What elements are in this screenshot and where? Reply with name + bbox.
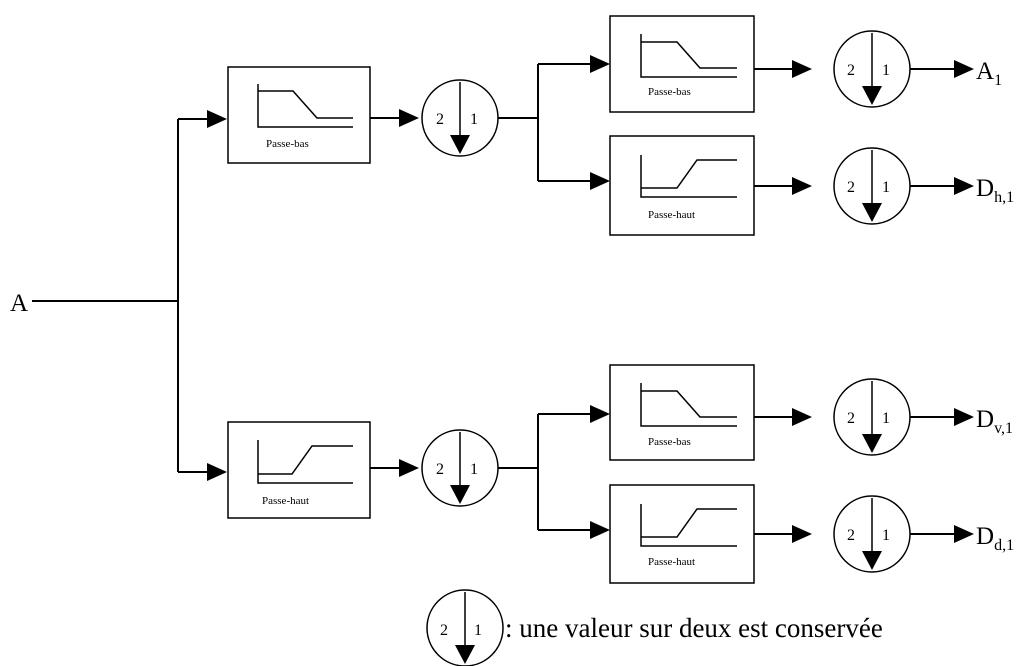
output-label-dv1: Dv,1 xyxy=(976,406,1013,437)
svg-text:2: 2 xyxy=(847,179,855,196)
downsampler-block: 2 1 xyxy=(833,495,911,573)
lowpass-filter-block: Passe-bas xyxy=(609,364,755,461)
svg-text:1: 1 xyxy=(882,527,890,544)
arrow-head xyxy=(399,109,419,127)
arrow-head xyxy=(954,408,974,426)
svg-text:1: 1 xyxy=(882,62,890,79)
downsampler-block: 2 1 xyxy=(421,79,499,157)
filter-label: Passe-haut xyxy=(262,495,309,507)
highpass-filter-block: Passe-haut xyxy=(609,135,755,236)
highpass-filter-block: Passe-haut xyxy=(609,484,755,584)
output-label-dh1: Dh,1 xyxy=(976,175,1014,206)
arrow-head xyxy=(590,521,610,539)
input-label: A xyxy=(10,290,28,317)
svg-text:2: 2 xyxy=(436,111,444,128)
arrow-head xyxy=(590,172,610,190)
svg-text:1: 1 xyxy=(882,410,890,427)
lowpass-filter-block: Passe-bas xyxy=(609,15,755,113)
arrow-head xyxy=(207,110,227,128)
legend-downsampler-symbol: 2 1 xyxy=(426,589,504,666)
arrow-head xyxy=(792,60,812,78)
svg-text:2: 2 xyxy=(847,410,855,427)
svg-text:2: 2 xyxy=(440,622,448,639)
svg-text:1: 1 xyxy=(882,179,890,196)
svg-text:2: 2 xyxy=(436,461,444,478)
filter-label: Passe-haut xyxy=(648,556,695,568)
downsampler-block: 2 1 xyxy=(421,429,499,507)
arrow-head xyxy=(792,408,812,426)
filter-label: Passe-haut xyxy=(648,209,695,221)
arrow-head xyxy=(590,405,610,423)
downsampler-block: 2 1 xyxy=(833,147,911,225)
legend-text: : une valeur sur deux est conservée xyxy=(505,613,883,643)
arrow-head xyxy=(954,60,974,78)
arrow-head xyxy=(954,177,974,195)
lowpass-filter-block: Passe-bas xyxy=(227,66,371,164)
output-label-dd1: Dd,1 xyxy=(976,523,1014,554)
output-label-a1: A1 xyxy=(976,58,1002,89)
downsampler-block: 2 1 xyxy=(833,30,911,108)
arrow-head xyxy=(207,463,227,481)
arrow-head xyxy=(792,177,812,195)
arrow-head xyxy=(590,55,610,73)
svg-text:2: 2 xyxy=(847,527,855,544)
svg-text:1: 1 xyxy=(470,461,478,478)
svg-text:1: 1 xyxy=(474,622,482,639)
filter-label: Passe-bas xyxy=(648,436,691,448)
arrow-head xyxy=(792,525,812,543)
svg-text:1: 1 xyxy=(470,111,478,128)
highpass-filter-block: Passe-haut xyxy=(227,421,371,519)
filter-label: Passe-bas xyxy=(648,86,691,98)
svg-text:2: 2 xyxy=(847,62,855,79)
filter-label: Passe-bas xyxy=(266,138,309,150)
arrow-head xyxy=(954,525,974,543)
arrow-head xyxy=(399,459,419,477)
downsampler-block: 2 1 xyxy=(833,378,911,456)
